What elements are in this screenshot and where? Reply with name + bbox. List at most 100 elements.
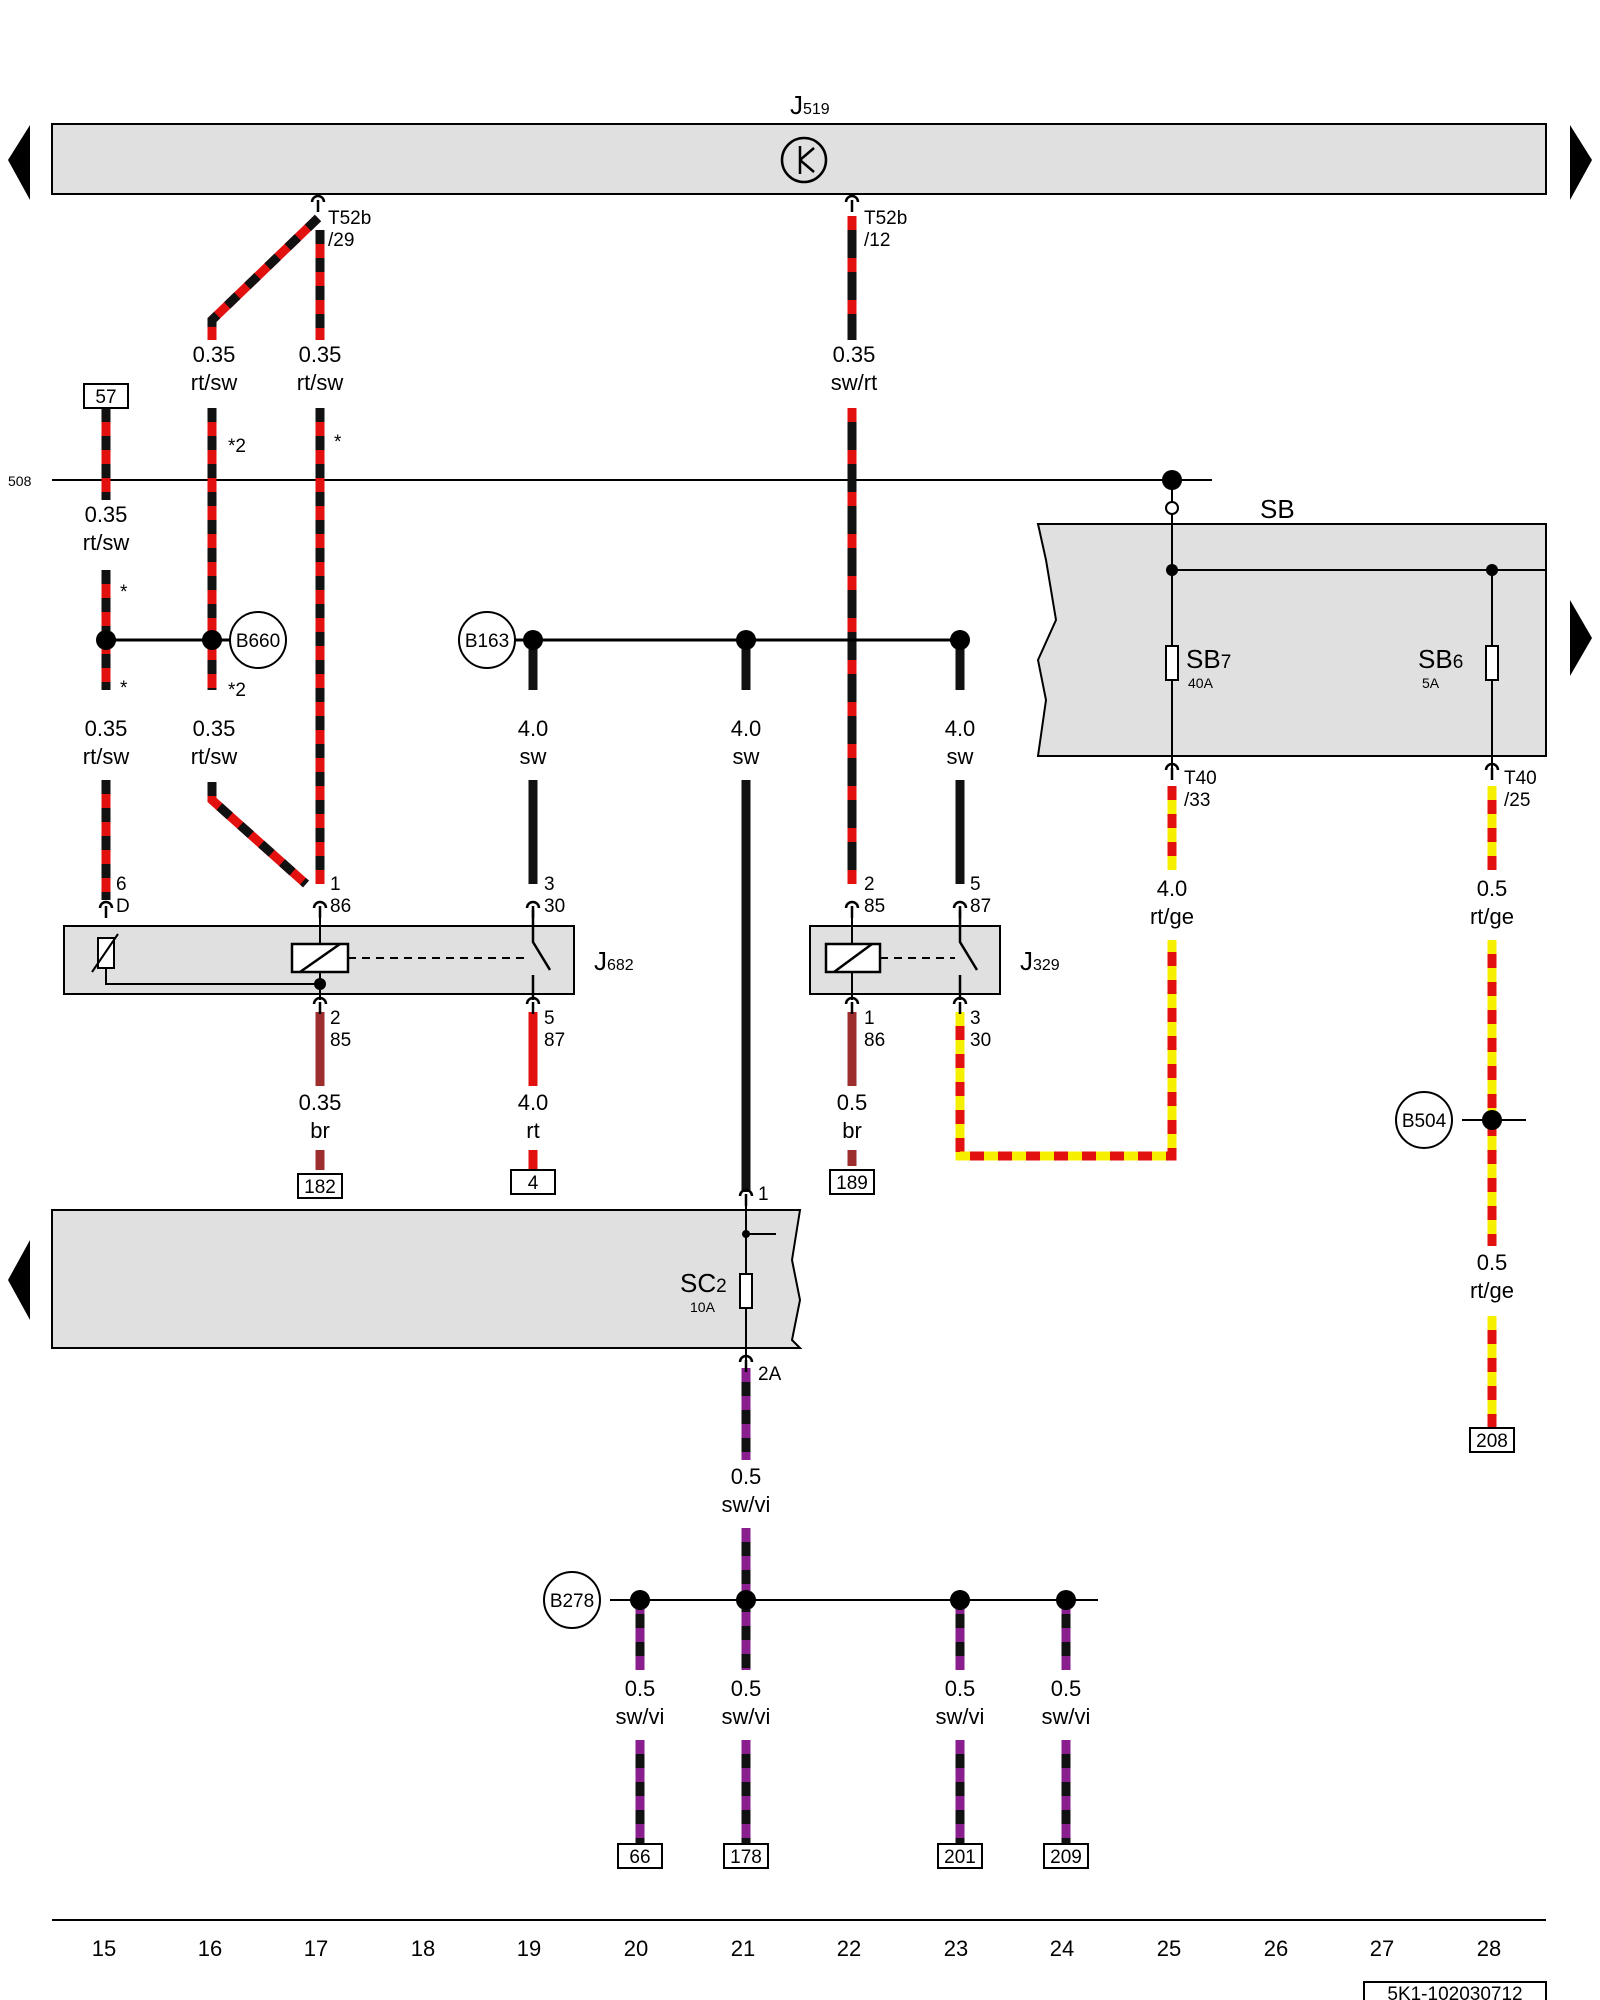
bus-label: 508 [8, 473, 32, 489]
connector-t52b-29: T52b/29 [328, 208, 371, 251]
svg-text:4.0rt: 4.0rt [518, 1090, 549, 1143]
splice-b660-label: B660 [236, 631, 280, 652]
fuse-sb7-label: SB7 [1186, 644, 1231, 674]
fuse-sb7-icon [1165, 645, 1179, 681]
svg-text:0.5sw/vi: 0.5sw/vi [936, 1676, 985, 1729]
j329-switch-icon [958, 910, 979, 1000]
j519-symbol-icon [780, 136, 828, 184]
svg-text:23: 23 [944, 1936, 968, 1961]
svg-text:186: 186 [330, 874, 351, 917]
svg-text:24: 24 [1050, 1936, 1074, 1961]
svg-text:208: 208 [1476, 1431, 1508, 1452]
svg-text:2A: 2A [758, 1364, 782, 1385]
page-left-arrow[interactable] [8, 125, 30, 200]
svg-text:4.0sw: 4.0sw [731, 716, 762, 769]
svg-text:4.0sw: 4.0sw [945, 716, 976, 769]
j682-label: J682 [594, 946, 634, 976]
svg-text:25: 25 [1157, 1936, 1181, 1961]
fuse-sb6-label: SB6 [1418, 644, 1463, 674]
connector-t40-33: T40/33 [1184, 768, 1217, 811]
reference-boxes [83, 383, 1515, 1869]
svg-text:189: 189 [836, 1173, 868, 1194]
svg-text:209: 209 [1050, 1847, 1082, 1868]
wire-col16 [207, 214, 322, 888]
connector-t40-25: T40/25 [1504, 768, 1537, 811]
footnote-markers: *2 * * * *2 [120, 432, 342, 701]
svg-text:285: 285 [864, 874, 885, 917]
fuse-sc2-label: SC2 [680, 1268, 727, 1298]
svg-text:66: 66 [629, 1847, 650, 1868]
splice-b504-icon [1395, 1091, 1453, 1149]
sc-fuse-panel [51, 1209, 803, 1349]
j329-label: J329 [1020, 946, 1060, 976]
splice-b163-label: B163 [465, 631, 509, 652]
svg-text:4.0sw: 4.0sw [518, 716, 549, 769]
fuse-sc2-icon [739, 1273, 753, 1309]
svg-text:*: * [120, 582, 128, 603]
svg-text:201: 201 [944, 1847, 976, 1868]
svg-text:28: 28 [1477, 1936, 1501, 1961]
wire-swvi-group [635, 1368, 1071, 1852]
svg-text:16: 16 [198, 1936, 222, 1961]
column-numbers: 15 16 17 18 19 20 21 22 23 24 25 26 27 2… [92, 1936, 1501, 1961]
svg-text:0.5rt/ge: 0.5rt/ge [1470, 876, 1514, 929]
svg-text:1: 1 [758, 1184, 769, 1205]
fuse-sb6-icon [1485, 645, 1499, 681]
svg-text:186: 186 [864, 1008, 885, 1051]
svg-text:0.5sw/vi: 0.5sw/vi [722, 1464, 771, 1517]
svg-text:15: 15 [92, 1936, 116, 1961]
svg-text:*2: *2 [228, 436, 246, 457]
j682-switch-icon [531, 910, 552, 1000]
svg-text:0.5rt/ge: 0.5rt/ge [1470, 1250, 1514, 1303]
svg-text:6D: 6D [116, 874, 130, 917]
svg-text:330: 330 [970, 1008, 991, 1051]
svg-text:*2: *2 [228, 680, 246, 701]
page-right-arrow[interactable] [1570, 125, 1592, 200]
svg-text:20: 20 [624, 1936, 648, 1961]
reference-labels: 57 182 4 189 208 66 178 201 209 [95, 387, 1507, 1868]
splice-b278-icon [543, 1571, 601, 1629]
svg-text:19: 19 [517, 1936, 541, 1961]
splice-b278-label: B278 [550, 1591, 594, 1612]
svg-text:27: 27 [1370, 1936, 1394, 1961]
svg-text:178: 178 [730, 1847, 762, 1868]
fuse-sc2-rating: 10A [690, 1299, 716, 1315]
svg-text:587: 587 [544, 1008, 565, 1051]
svg-text:*: * [120, 678, 128, 699]
diagram-code: 5K1-102030712 [1387, 1984, 1522, 2000]
svg-text:4: 4 [528, 1173, 539, 1194]
j682-thermistor-icon [91, 933, 320, 985]
svg-text:26: 26 [1264, 1936, 1288, 1961]
page-right-arrow-sb[interactable] [1570, 600, 1592, 676]
svg-text:22: 22 [837, 1936, 861, 1961]
fuse-sb6-rating: 5A [1422, 675, 1440, 691]
svg-text:0.5br: 0.5br [837, 1090, 868, 1143]
j519-label: J519 [790, 90, 830, 120]
j329-relay-coil-icon [824, 942, 882, 974]
j682-relay-coil-icon [290, 942, 350, 974]
svg-text:0.5sw/vi: 0.5sw/vi [616, 1676, 665, 1729]
page-left-arrow-sc[interactable] [8, 1240, 30, 1320]
splice-b504-label: B504 [1402, 1111, 1447, 1132]
sb-title: SB [1260, 494, 1295, 524]
svg-text:330: 330 [544, 874, 565, 917]
svg-text:*: * [334, 432, 342, 453]
svg-text:18: 18 [411, 1936, 435, 1961]
svg-text:285: 285 [330, 1008, 351, 1051]
svg-text:0.5sw/vi: 0.5sw/vi [1042, 1676, 1091, 1729]
fuse-sb7-rating: 40A [1188, 675, 1214, 691]
svg-text:0.5sw/vi: 0.5sw/vi [722, 1676, 771, 1729]
svg-text:587: 587 [970, 874, 991, 917]
svg-text:182: 182 [304, 1177, 336, 1198]
svg-text:21: 21 [731, 1936, 755, 1961]
